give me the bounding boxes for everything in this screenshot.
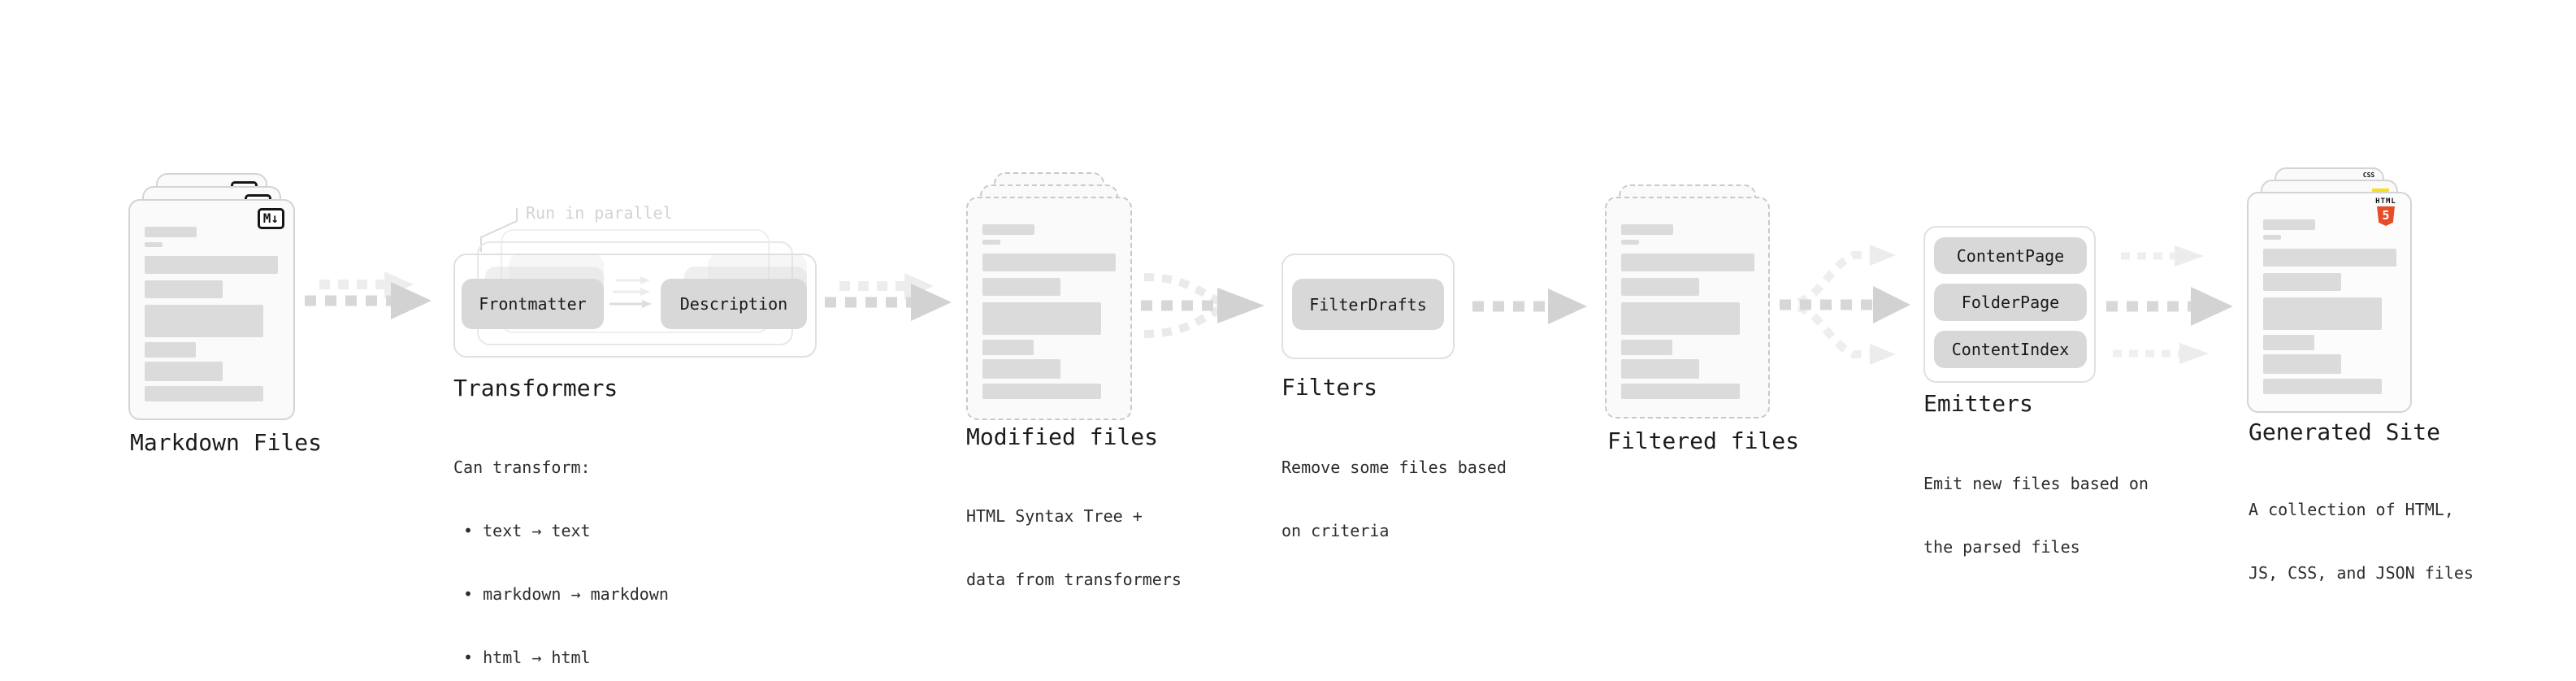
description-line: A collection of HTML, [2249, 500, 2454, 519]
run-in-parallel-annotation: Run in parallel [526, 203, 673, 223]
skeleton-text-bar [982, 340, 1034, 355]
site-file-card-html: HTML 5 [2247, 192, 2412, 413]
skeleton-text-bar [145, 305, 263, 337]
modified-files-description: HTML Syntax Tree + data from transformer… [966, 463, 1182, 632]
skeleton-text-bar [982, 254, 1116, 271]
skeleton-text-bar [145, 386, 263, 401]
skeleton-text-bar [982, 224, 1034, 235]
skeleton-text-bar [1621, 302, 1740, 335]
skeleton-text-bar [1621, 254, 1754, 271]
modified-file-card [966, 197, 1132, 420]
arrow-emitters-to-site-middle [2106, 287, 2233, 326]
description-line: • text → text [453, 521, 591, 540]
description-line: on criteria [1281, 521, 1390, 540]
generated-site-label: Generated Site [2249, 419, 2441, 445]
skeleton-text-bar [982, 240, 1000, 245]
skeleton-text-bar [1621, 240, 1639, 245]
skeleton-text-bar [2263, 273, 2341, 291]
transformers-frame [453, 254, 817, 358]
skeleton-text-bar [145, 242, 163, 247]
arrow-transformers-to-modified [825, 273, 952, 321]
arrow-markdown-to-transformers [305, 271, 432, 319]
description-line: • html → html [453, 648, 591, 667]
description-line: JS, CSS, and JSON files [2249, 563, 2474, 583]
skeleton-text-bar [2263, 354, 2341, 374]
description-line: HTML Syntax Tree + [966, 506, 1143, 526]
folderpage-node: FolderPage [1934, 284, 2087, 321]
skeleton-text-bar [982, 359, 1060, 379]
frontmatter-node: Frontmatter [462, 279, 604, 329]
description-line: Emit new files based on [1923, 474, 2149, 493]
description-line: • markdown → markdown [453, 584, 669, 604]
skeleton-text-bar [2263, 249, 2396, 267]
skeleton-text-bar [1621, 340, 1672, 355]
arrow-filters-to-filtered [1472, 288, 1587, 324]
emitters-label: Emitters [1923, 390, 2033, 417]
html5-icon: HTML 5 [2370, 197, 2402, 226]
document-skeleton [145, 227, 282, 401]
filterdrafts-node: FilterDrafts [1292, 279, 1444, 330]
markdown-file-card: M↓ [128, 199, 295, 420]
description-node: Description [661, 279, 807, 329]
css-icon-text: CSS [2362, 171, 2375, 179]
emitters-frame [1923, 226, 2096, 383]
skeleton-text-bar [1621, 224, 1673, 235]
skeleton-text-bar [982, 302, 1101, 335]
arrow-emitters-to-site-top [2121, 245, 2204, 267]
skeleton-text-bar [1621, 384, 1740, 399]
transformers-description: Can transform: • text → text • markdown … [453, 414, 669, 681]
description-line: data from transformers [966, 570, 1182, 589]
skeleton-text-bar [1621, 359, 1699, 379]
parallel-arrows-icon [609, 276, 652, 308]
contentpage-node: ContentPage [1934, 237, 2087, 274]
description-line: Remove some files based [1281, 458, 1507, 477]
arrow-emitters-to-site-bottom [2113, 343, 2209, 364]
skeleton-text-bar [145, 362, 223, 381]
html5-icon-text: HTML [2375, 197, 2396, 206]
arrow-modified-to-filters [1141, 273, 1264, 338]
filters-frame [1281, 254, 1455, 359]
contentindex-node: ContentIndex [1934, 331, 2087, 368]
markdown-files-label: Markdown Files [130, 429, 323, 456]
skeleton-text-bar [2263, 335, 2314, 350]
document-skeleton [1621, 224, 1757, 399]
skeleton-text-bar [145, 342, 196, 358]
filtered-files-label: Filtered files [1607, 427, 1800, 454]
skeleton-text-bar [145, 256, 278, 274]
description-line: Can transform: [453, 458, 591, 477]
transformers-label: Transformers [453, 375, 618, 401]
skeleton-text-bar [2263, 379, 2382, 394]
document-skeleton [2263, 219, 2399, 394]
skeleton-text-bar [145, 280, 223, 298]
generated-site-description: A collection of HTML, JS, CSS, and JSON … [2249, 457, 2474, 626]
skeleton-text-bar [1621, 278, 1699, 296]
markdown-icon: M↓ [257, 208, 284, 229]
skeleton-text-bar [2263, 219, 2315, 230]
description-line: the parsed files [1923, 537, 2080, 557]
skeleton-text-bar [982, 384, 1101, 399]
skeleton-text-bar [2263, 235, 2281, 240]
document-skeleton [982, 224, 1119, 399]
arrow-filtered-to-emitters [1780, 245, 1910, 365]
filters-label: Filters [1281, 374, 1378, 401]
html5-icon-shield: 5 [2377, 206, 2395, 226]
skeleton-text-bar [982, 278, 1060, 296]
modified-files-label: Modified files [966, 423, 1159, 450]
filters-description: Remove some files based on criteria [1281, 414, 1507, 583]
filtered-file-card [1605, 197, 1770, 419]
emitters-description: Emit new files based on the parsed files [1923, 431, 2149, 600]
skeleton-text-bar [145, 227, 197, 237]
skeleton-text-bar [2263, 297, 2382, 330]
